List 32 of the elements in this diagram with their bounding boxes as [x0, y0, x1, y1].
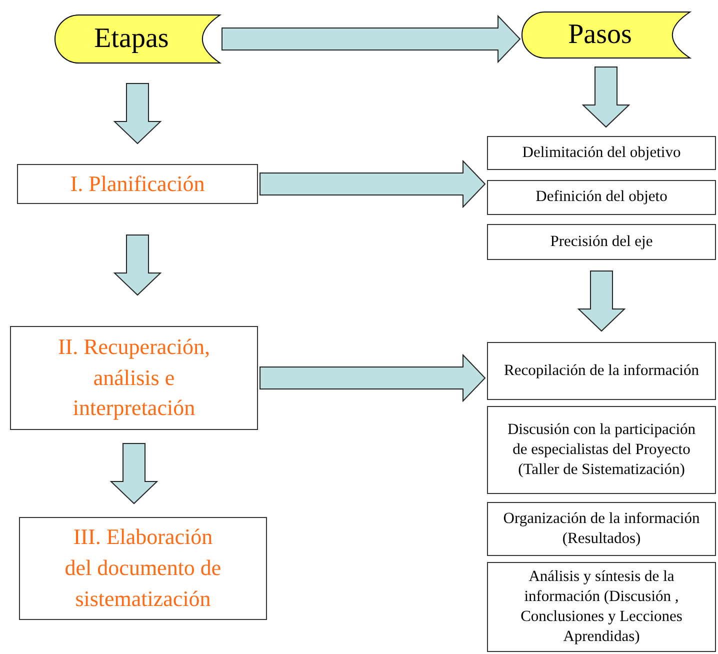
node-text: Discusión con la participación de especialistas del Proyecto (Taller de Sistematización): [506, 420, 697, 480]
node-text: III. Elaboración del documento de sistematización: [64, 523, 222, 613]
step-box: [487, 136, 716, 170]
node-text: II. Recuperación, análisis e interpretación: [56, 332, 212, 422]
node-text: Organización de la información (Resultados): [502, 508, 701, 549]
stage-box: [10, 326, 258, 430]
node-text: Pasos: [568, 18, 632, 52]
block-arrow: [110, 443, 158, 504]
node-text: Precisión del eje: [550, 232, 653, 252]
step-box: [487, 342, 716, 400]
node-text: I. Planificación: [70, 170, 205, 198]
block-arrow: [222, 14, 521, 64]
node-text: Etapas: [94, 22, 169, 56]
block-arrow: [582, 66, 630, 128]
block-arrow: [577, 270, 626, 332]
node-text: Delimitación del objetivo: [522, 142, 681, 163]
step-box: [487, 224, 716, 260]
stage-box: [19, 517, 267, 620]
banner-shape: [522, 12, 690, 58]
node-text: Análisis y síntesis de la información (Discusión , Conclusiones y Lecciones Aprendidas): [520, 566, 684, 648]
step-box: [487, 406, 716, 494]
block-arrow: [260, 160, 486, 208]
block-arrow: [260, 354, 486, 402]
node-text: Recopilación de la información: [504, 360, 699, 381]
step-box: [487, 180, 716, 215]
block-arrow: [113, 234, 162, 296]
banner-shape: [55, 15, 220, 63]
stage-box: [17, 164, 258, 204]
step-box: [487, 502, 716, 556]
step-box: [487, 562, 716, 652]
node-text: Definición del objeto: [536, 187, 668, 208]
block-arrow: [113, 83, 162, 144]
